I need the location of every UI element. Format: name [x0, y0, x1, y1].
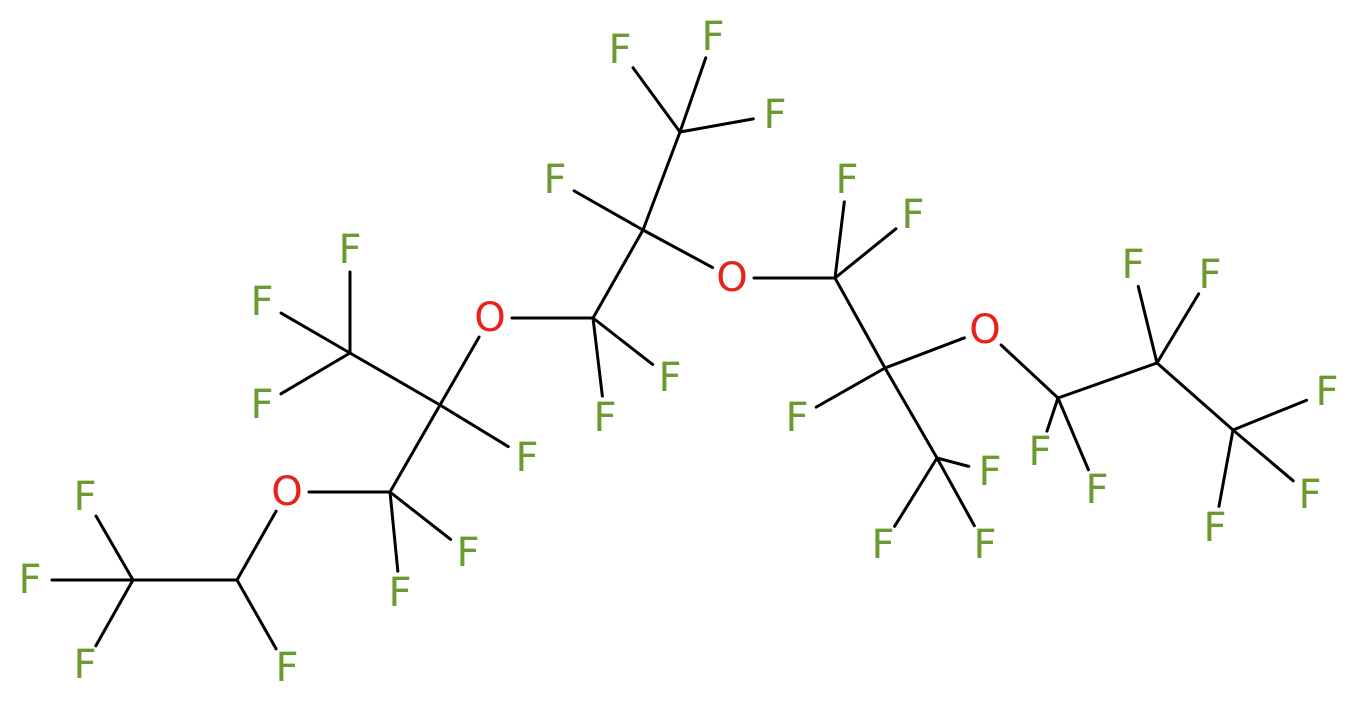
fluorine-atom-f17: F — [835, 157, 858, 203]
fluorine-atom-f25: F — [1121, 242, 1144, 288]
bond-c9-f18 — [833, 227, 898, 280]
fluorine-atom-f28: F — [1298, 472, 1321, 518]
oxygen-atom-o3: O — [716, 255, 747, 301]
fluorine-atom-f15: F — [701, 14, 724, 60]
bond-c10-f19 — [814, 366, 887, 409]
bond-c14-f28 — [1231, 428, 1295, 483]
fluorine-atom-f22: F — [978, 449, 1001, 495]
fluorine-atom-f1: F — [18, 557, 41, 603]
bond-c9-c10 — [833, 276, 887, 370]
fluorine-atom-f3: F — [73, 642, 96, 688]
bond-c4-o2 — [438, 335, 481, 407]
bond-c6-f11 — [591, 316, 655, 366]
fluorine-atom-f4: F — [275, 645, 298, 691]
bond-c3-c4 — [388, 403, 442, 494]
bond-c5-f10 — [279, 351, 352, 396]
fluorine-atom-f2: F — [73, 474, 96, 520]
fluorine-atom-f24: F — [1085, 467, 1108, 513]
bond-c13-c14 — [1155, 361, 1235, 432]
bond-c7-o3 — [641, 228, 715, 270]
fluorine-atom-f10: F — [250, 382, 273, 428]
fluorine-atom-f18: F — [901, 192, 924, 238]
bond-c12-c13 — [1056, 361, 1159, 400]
fluorine-atom-f23: F — [1028, 429, 1051, 475]
bond-c3-f5 — [388, 490, 453, 541]
bond-c1-f3 — [94, 578, 135, 648]
bond-c6-c7 — [591, 228, 645, 320]
bond-o4-c12 — [999, 343, 1060, 400]
oxygen-atom-o2: O — [474, 295, 505, 341]
bond-c9-f17 — [833, 200, 846, 280]
bond-c11-f22 — [935, 456, 971, 468]
fluorine-atom-f20: F — [871, 522, 894, 568]
bond-c7-c8 — [641, 130, 682, 232]
bond-c2-f4 — [235, 578, 278, 651]
bond-c13-f25 — [1136, 284, 1159, 365]
oxygen-atom-o1: O — [271, 469, 302, 515]
bond-c12-f24 — [1056, 396, 1090, 472]
bond-c1-f2 — [94, 514, 135, 582]
bond-c11-f20 — [893, 456, 939, 528]
fluorine-atom-f9: F — [338, 227, 361, 273]
bond-c2-o1 — [235, 509, 278, 582]
bond-c8-f14 — [631, 66, 682, 134]
fluorine-atom-f26: F — [1198, 252, 1221, 298]
bond-c12-f23 — [1045, 396, 1060, 433]
bond-c11-f21 — [935, 456, 976, 528]
bond-c5-f8 — [279, 311, 352, 355]
bond-c6-f12 — [591, 316, 604, 398]
bond-c3-f6 — [388, 490, 400, 573]
bond-c7-f13 — [572, 189, 645, 232]
fluorine-atom-f14: F — [608, 27, 631, 73]
fluorine-atom-f16: F — [763, 92, 786, 138]
bond-c4-f7 — [438, 403, 510, 449]
fluorine-atom-f27: F — [1315, 369, 1338, 415]
fluorine-atom-f21: F — [973, 522, 996, 568]
oxygen-atom-o4: O — [969, 307, 1000, 353]
fluorine-atom-f12: F — [593, 395, 616, 441]
fluorine-atom-f6: F — [388, 570, 411, 616]
fluorine-atom-f7: F — [515, 435, 538, 481]
bond-c8-f15 — [678, 56, 708, 134]
bond-c14-f27 — [1231, 398, 1309, 432]
bond-c10-o4 — [883, 336, 966, 370]
fluorine-atom-f29: F — [1203, 505, 1226, 551]
bond-c14-f29 — [1217, 428, 1235, 508]
fluorine-atom-f13: F — [543, 157, 566, 203]
bond-c4-c5 — [348, 351, 442, 407]
bond-c13-f26 — [1155, 292, 1201, 365]
fluorine-atom-f8: F — [250, 279, 273, 325]
fluorine-atom-f5: F — [456, 530, 479, 576]
bond-c8-f16 — [678, 117, 755, 134]
bond-c10-c11 — [883, 366, 939, 460]
fluorine-atom-f19: F — [785, 395, 808, 441]
fluorine-atom-f11: F — [658, 355, 681, 401]
